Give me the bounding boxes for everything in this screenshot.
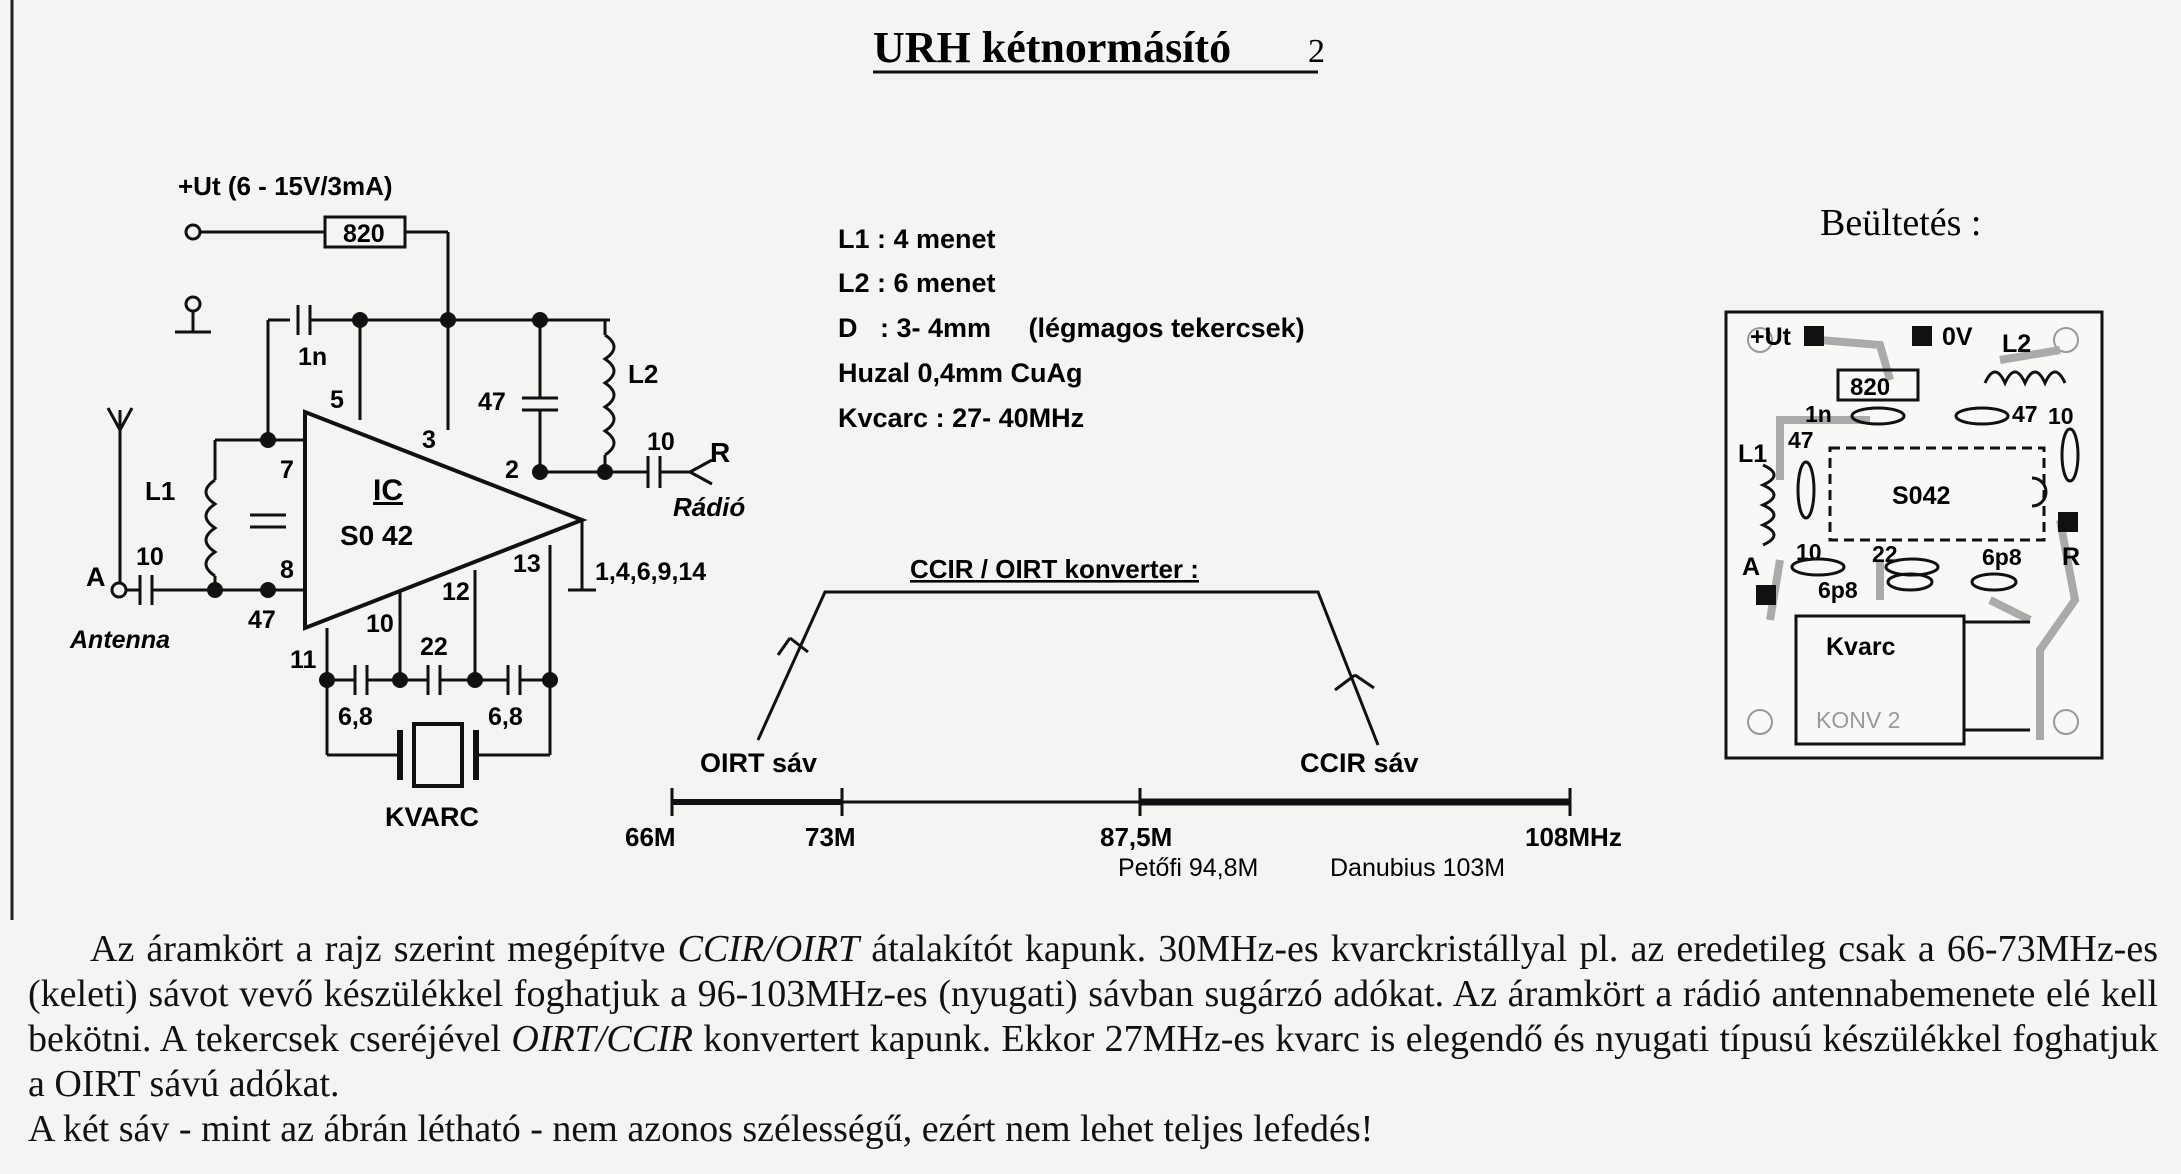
coil-l2-label: L2 <box>628 359 658 389</box>
station-danubius: Danubius 103M <box>1330 854 1505 882</box>
pcb-47a-label: 47 <box>2012 401 2038 427</box>
pin-11: 11 <box>290 646 317 674</box>
page-title: URH kétnormásító <box>873 23 1231 72</box>
layout-heading: Beültetés : <box>1820 202 1981 244</box>
ic-part-label: S0 42 <box>340 520 413 551</box>
description-paragraph: Az áramkört a rajz szerint megépítve CCI… <box>28 927 2158 1107</box>
arrow-down-icon <box>776 636 809 656</box>
description-note: A két sáv - mint az ábrán létható - nem … <box>28 1108 1374 1150</box>
ccir-band-label: CCIR sáv <box>1300 748 1419 778</box>
input-a-label: A <box>86 562 106 592</box>
desc-text-b: átalakítót kapunk. 30MHz-es kvarckristál… <box>28 928 2158 1060</box>
pcb-0v-label: 0V <box>1942 323 1973 351</box>
pin-5: 5 <box>330 386 344 414</box>
pcb-a-label: A <box>1742 553 1760 581</box>
pcb-kvarc-label: Kvarc <box>1826 633 1896 661</box>
tick-108: 108MHz <box>1525 822 1622 852</box>
pcb-layout: Beültetés : +Ut 0V L2 820 1n 47 10 L1 47… <box>1724 202 2104 760</box>
cap-47-top-label: 47 <box>478 388 506 416</box>
output-arrow-icon <box>689 458 713 486</box>
mount-hole-icon <box>2053 327 2079 353</box>
title-suffix: 2 <box>1308 33 1325 70</box>
desc-text-c: konvertert kapunk. Ekkor 27MHz-es kvarc … <box>28 1018 2158 1105</box>
cap-68-right-label: 6,8 <box>488 703 523 731</box>
mount-hole-icon <box>1747 709 1773 735</box>
ic-triangle <box>303 409 588 631</box>
schematic: +Ut (6 - 15V/3mA) 820 1n 47 <box>69 171 745 832</box>
coil-l1-icon <box>204 478 218 578</box>
desc-em-oirt-ccir: OIRT/CCIR <box>511 1018 693 1060</box>
desc-em-ccir-oirt: CCIR/OIRT <box>677 928 860 970</box>
spec-line-3: D : 3- 4mm (légmagos tekercsek) <box>838 313 1305 343</box>
pcb-board-name: KONV 2 <box>1816 707 1900 733</box>
pin-13: 13 <box>513 550 541 578</box>
antenna-label: Antenna <box>69 626 170 654</box>
description: Az áramkört a rajz szerint megépítve CCI… <box>28 927 2158 1152</box>
cap-47-bottom-label: 47 <box>248 606 276 634</box>
pcb-ic-outline <box>1828 446 2046 542</box>
pin-3: 3 <box>422 426 436 454</box>
cap-1n-label: 1n <box>298 343 327 371</box>
radio-label: Rádió <box>673 492 745 522</box>
pcb-coil-l2-icon <box>1983 370 2067 387</box>
crystal-icon <box>412 722 464 788</box>
crystal-label: KVARC <box>385 802 479 832</box>
ic-label: IC <box>373 474 403 507</box>
output-r-label: R <box>710 437 730 468</box>
cap-22-label: 22 <box>420 633 448 661</box>
coil-l1-label: L1 <box>145 476 175 506</box>
pcb-1n-label: 1n <box>1805 401 1832 427</box>
tick-66: 66M <box>625 822 676 852</box>
desc-text-a: Az áramkört a rajz szerint megépítve <box>90 928 678 970</box>
pcb-crystal-outline <box>1794 614 1966 746</box>
pcb-r-label: R <box>2062 543 2080 571</box>
supply-terminal <box>184 223 202 241</box>
pcb-l1-label: L1 <box>1738 440 1767 468</box>
spec-line-5: Kvcarc : 27- 40MHz <box>838 403 1084 433</box>
spec-line-2: L2 : 6 menet <box>838 268 996 298</box>
pcb-l2-label: L2 <box>2002 330 2031 358</box>
pin-7: 7 <box>280 456 294 484</box>
pcb-6p8a-label: 6p8 <box>1982 544 2022 570</box>
pcb-22-label: 22 <box>1872 541 1898 567</box>
cap-10-in-label: 10 <box>136 543 164 571</box>
pin-12: 12 <box>442 578 470 606</box>
pcb-coil-l1-icon <box>1759 463 1776 547</box>
pin-2: 2 <box>505 456 519 484</box>
tick-87-5: 87,5M <box>1100 822 1172 852</box>
mount-hole-icon <box>2053 709 2079 735</box>
cap-10-out-label: 10 <box>647 428 675 456</box>
pcb-ic-label: S042 <box>1892 482 1950 510</box>
converter-mapping-line <box>756 590 1380 746</box>
pcb-ut-label: +Ut <box>1750 323 1792 351</box>
pin-8: 8 <box>280 556 294 584</box>
oirt-band-label: OIRT sáv <box>700 748 817 778</box>
pcb-820-label: 820 <box>1850 374 1890 401</box>
spec-line-4: Huzal 0,4mm CuAg <box>838 358 1083 388</box>
ground-pins-label: 1,4,6,9,14 <box>595 558 706 586</box>
ground-terminal-icon <box>175 295 211 334</box>
station-petofi: Petőfi 94,8M <box>1118 854 1258 882</box>
spec-line-1: L1 : 4 menet <box>838 224 996 254</box>
resistor-label: 820 <box>343 220 385 248</box>
arrow-up-icon <box>1334 673 1375 692</box>
coil-l2-icon <box>602 333 616 457</box>
tick-73: 73M <box>805 822 856 852</box>
converter-heading: CCIR / OIRT konverter : <box>910 554 1199 584</box>
antenna-icon <box>106 407 134 590</box>
pcb-6p8b-label: 6p8 <box>1818 577 1858 603</box>
mount-hole-icon <box>1747 327 1773 353</box>
pcb-47b-label: 47 <box>1788 427 1814 453</box>
coil-specs: L1 : 4 menet L2 : 6 menet D : 3- 4mm (lé… <box>838 224 1305 433</box>
pin-10: 10 <box>366 610 394 638</box>
cap-68-left-label: 6,8 <box>338 703 373 731</box>
converter-diagram: CCIR / OIRT konverter : OIRT sáv CCIR sá… <box>625 554 1622 882</box>
supply-label: +Ut (6 - 15V/3mA) <box>178 171 393 201</box>
pcb-10a-label: 10 <box>2048 403 2074 429</box>
